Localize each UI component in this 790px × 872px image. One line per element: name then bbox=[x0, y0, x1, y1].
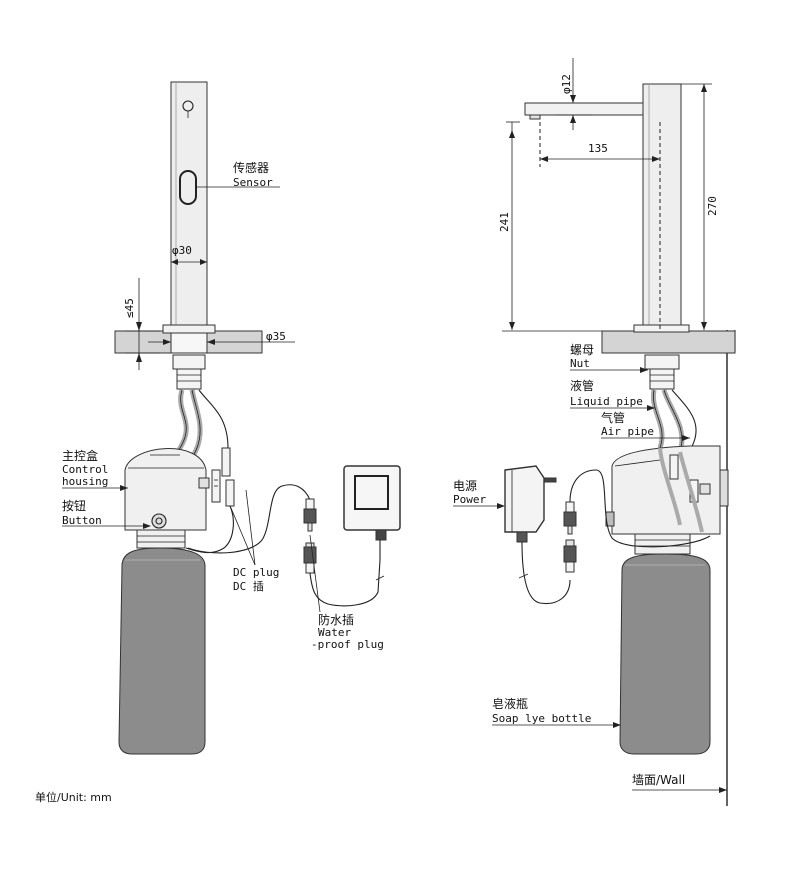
side-spout-arm bbox=[524, 102, 644, 116]
dim241-label: 241 bbox=[498, 212, 511, 232]
side-view: φ12 135 241 270 螺母 Nut 液管 bbox=[453, 58, 736, 806]
dim135-label: 135 bbox=[588, 142, 608, 155]
control-label-en1: Control bbox=[62, 463, 108, 476]
dim270-label: 270 bbox=[706, 196, 719, 216]
front-power-adapter bbox=[343, 465, 401, 531]
side-power-adapter bbox=[504, 465, 545, 533]
air-label-en: Air pipe bbox=[601, 425, 654, 438]
side-soap-bottle bbox=[619, 553, 711, 755]
button-label-en: Button bbox=[62, 514, 102, 527]
button-icon bbox=[151, 513, 167, 529]
front-nut bbox=[172, 354, 206, 370]
dcplug-label-en: DC plug bbox=[233, 566, 279, 579]
control-label-en2: housing bbox=[62, 475, 108, 488]
unit-label: 单位/Unit: mm bbox=[35, 790, 112, 804]
waterproof-label-cn: 防水插 bbox=[318, 612, 354, 627]
control-label-cn: 主控盒 bbox=[62, 448, 98, 463]
power-label-en: Power bbox=[453, 493, 486, 506]
sensor-label-cn: 传感器 bbox=[233, 160, 269, 175]
button-label-cn: 按钮 bbox=[62, 498, 86, 513]
waterproof-label-en1: Water bbox=[318, 626, 351, 639]
sensor-label-en: Sensor bbox=[233, 176, 273, 189]
bottle-label-cn: 皂液瓶 bbox=[492, 696, 528, 711]
side-countertop bbox=[601, 330, 736, 354]
front-soap-bottle bbox=[118, 547, 206, 755]
dim45-label: ≤45 bbox=[123, 298, 136, 318]
dia35-label: φ35 bbox=[266, 330, 286, 343]
sensor-window-icon bbox=[179, 170, 197, 205]
front-view: 传感器 Sensor φ30 ≤45 φ35 bbox=[35, 81, 401, 804]
waterproof-label-en2: -proof plug bbox=[311, 638, 384, 651]
wall-label: 墙面/Wall bbox=[632, 773, 685, 787]
nut-label-cn: 螺母 bbox=[570, 343, 594, 357]
liquid-label-en: Liquid pipe bbox=[570, 395, 643, 408]
bottle-label-en: Soap lye bottle bbox=[492, 712, 591, 725]
dia30-label: φ30 bbox=[172, 244, 192, 257]
power-label-cn: 电源 bbox=[453, 479, 477, 493]
side-nut bbox=[644, 354, 680, 370]
liquid-label-cn: 液管 bbox=[570, 378, 594, 393]
dia12-label: φ12 bbox=[560, 74, 573, 94]
air-label-cn: 气管 bbox=[601, 410, 625, 425]
nut-label-en: Nut bbox=[570, 357, 590, 370]
dcplug-label-cn: DC 插 bbox=[233, 579, 264, 593]
